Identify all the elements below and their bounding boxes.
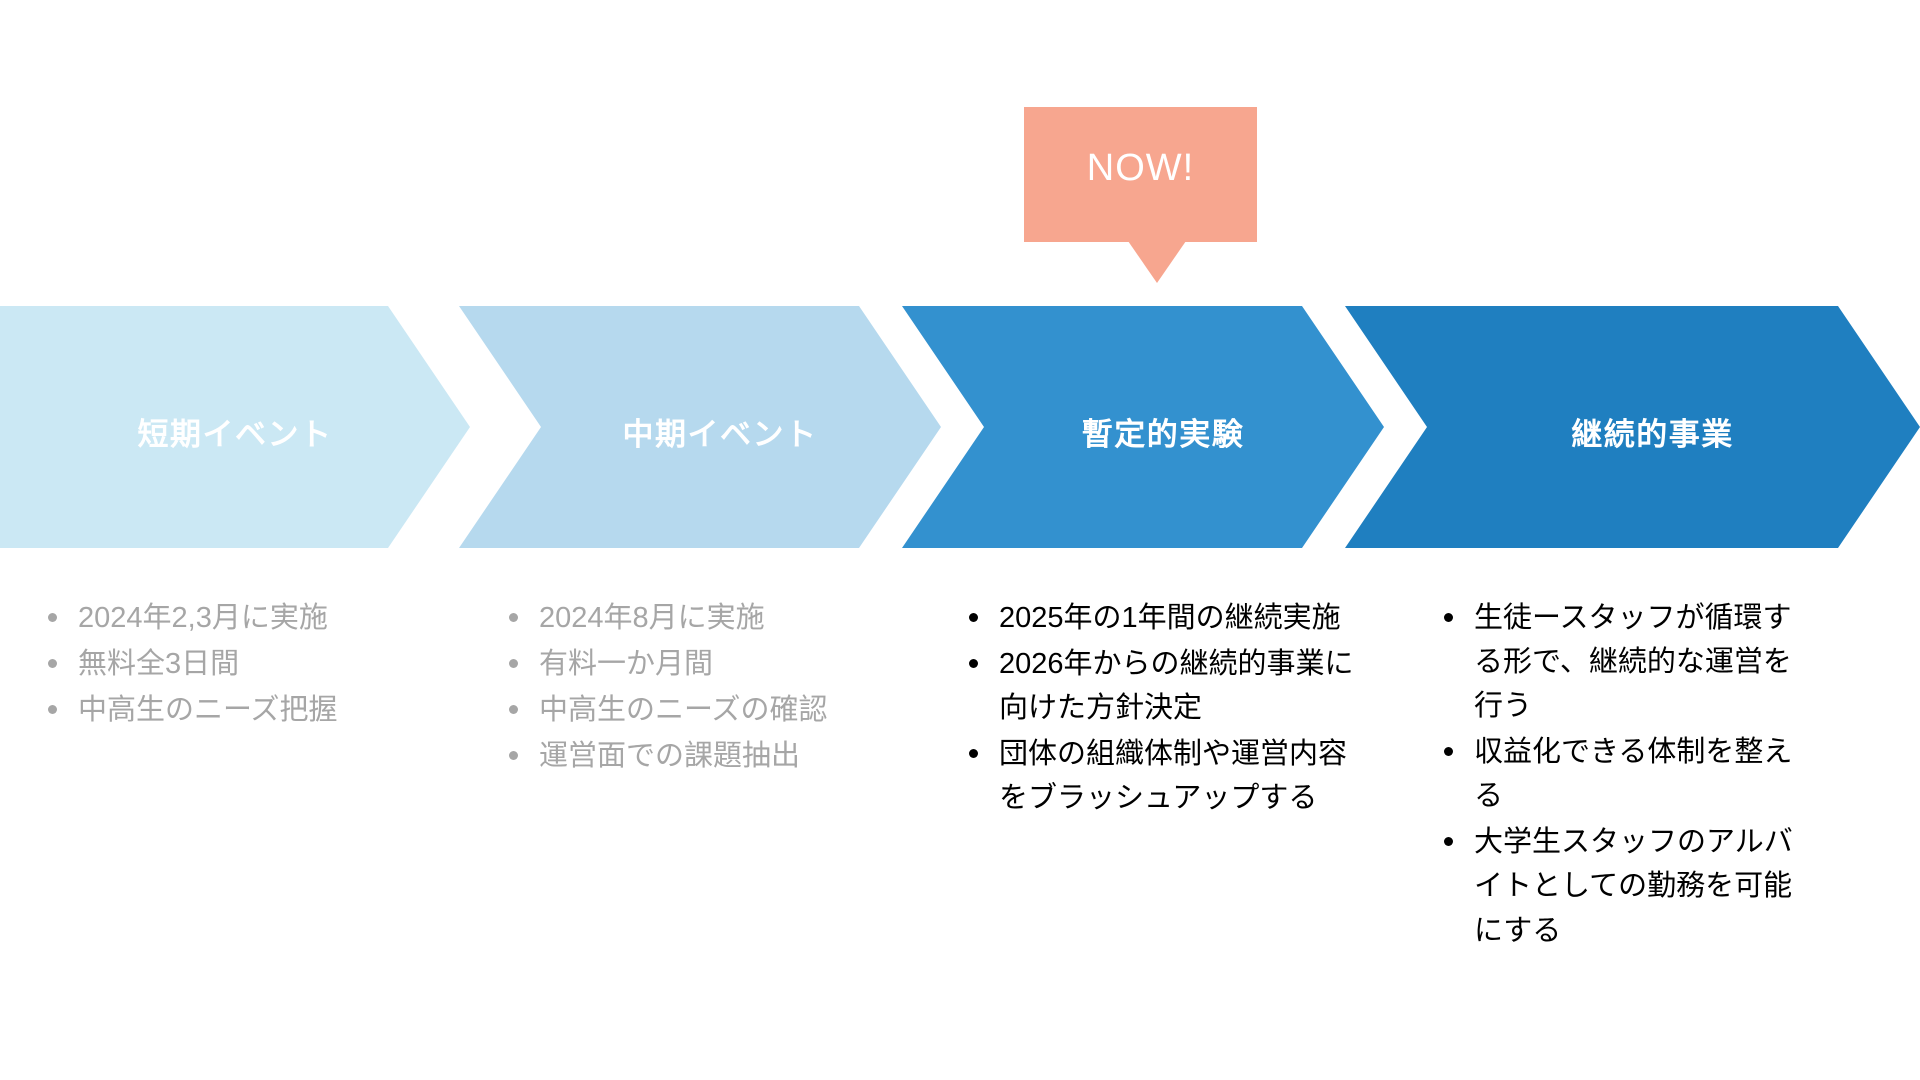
bullet-item: 大学生スタッフのアルバイトとしての勤務を可能にする bbox=[1430, 820, 1820, 952]
bullet-item: 運営面での課題抽出 bbox=[495, 734, 880, 778]
process-stage-2-label: 中期イベント bbox=[622, 416, 818, 452]
bullet-item: 生徒ースタッフが循環する形で、継続的な運営を行う bbox=[1430, 596, 1820, 728]
process-stage-1-label: 短期イベント bbox=[137, 416, 333, 452]
stage-4-detail-column: 生徒ースタッフが循環する形で、継続的な運営を行う収益化できる体制を整える大学生ス… bbox=[1430, 596, 1820, 955]
process-stage-2[interactable]: 中期イベント bbox=[459, 306, 941, 548]
bullet-item: 有料一か月間 bbox=[495, 642, 880, 686]
bullet-item: 無料全3日間 bbox=[34, 642, 434, 686]
bullet-item: 中高生のニーズの確認 bbox=[495, 688, 880, 732]
process-chevron-band: 短期イベント 中期イベント 暫定的実験 継続的事業 bbox=[0, 306, 1920, 548]
bullet-item: 収益化できる体制を整える bbox=[1430, 730, 1820, 818]
process-stage-3[interactable]: 暫定的実験 bbox=[902, 306, 1384, 548]
bullet-item: 2025年の1年間の継続実施 bbox=[955, 596, 1375, 640]
now-callout-tail-icon bbox=[1128, 241, 1186, 283]
bullet-item: 中高生のニーズ把握 bbox=[34, 688, 434, 732]
bullet-item: 団体の組織体制や運営内容をブラッシュアップする bbox=[955, 732, 1375, 820]
process-stage-3-label: 暫定的実験 bbox=[1081, 416, 1245, 452]
stage-4-bullet-list: 生徒ースタッフが循環する形で、継続的な運営を行う収益化できる体制を整える大学生ス… bbox=[1430, 596, 1820, 953]
stage-2-detail-column: 2024年8月に実施有料一か月間中高生のニーズの確認運営面での課題抽出 bbox=[495, 596, 880, 780]
now-callout: NOW! bbox=[1024, 107, 1257, 242]
process-stage-4-label: 継続的事業 bbox=[1571, 416, 1734, 452]
bullet-item: 2024年8月に実施 bbox=[495, 596, 880, 640]
stage-1-bullet-list: 2024年2,3月に実施無料全3日間中高生のニーズ把握 bbox=[34, 596, 434, 732]
bullet-item: 2026年からの継続的事業に向けた方針決定 bbox=[955, 642, 1375, 730]
stage-2-bullet-list: 2024年8月に実施有料一か月間中高生のニーズの確認運営面での課題抽出 bbox=[495, 596, 880, 778]
now-callout-label: NOW! bbox=[1086, 147, 1195, 189]
stage-1-detail-column: 2024年2,3月に実施無料全3日間中高生のニーズ把握 bbox=[34, 596, 434, 734]
process-stage-4[interactable]: 継続的事業 bbox=[1345, 306, 1920, 548]
bullet-item: 2024年2,3月に実施 bbox=[34, 596, 434, 640]
process-stage-1[interactable]: 短期イベント bbox=[0, 306, 470, 548]
